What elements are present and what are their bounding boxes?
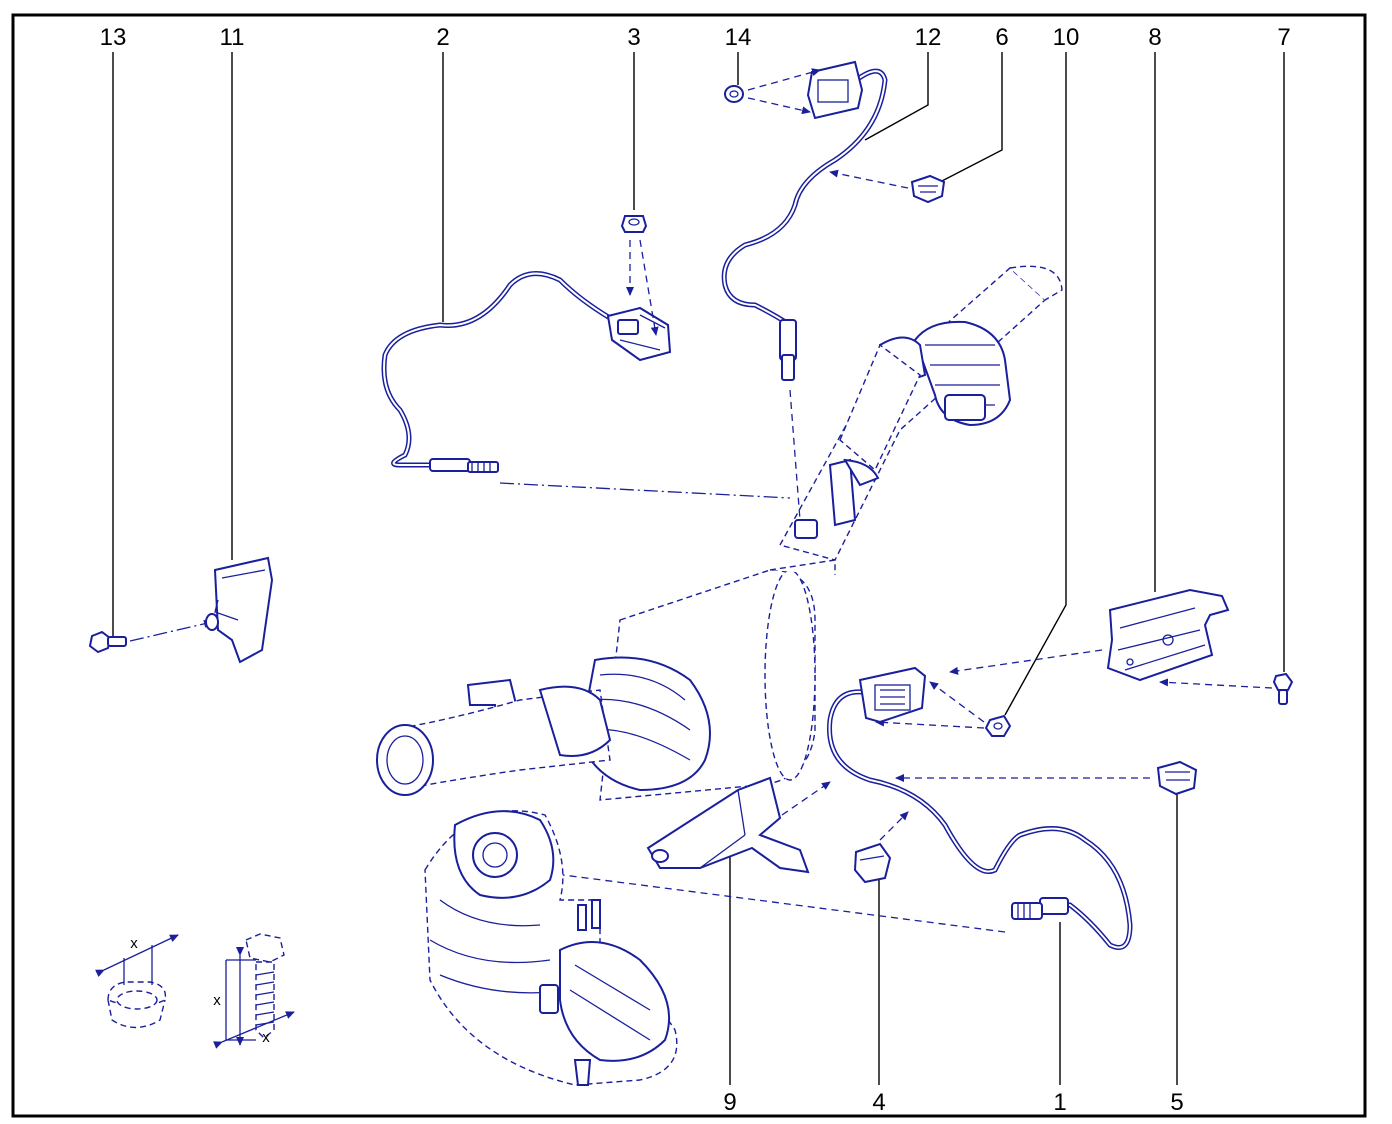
- part-6-clip: [829, 169, 946, 204]
- nut-dimension-detail: x: [95, 934, 179, 1029]
- part-1-install-line: [539, 871, 1006, 933]
- part-14-grommet: [724, 68, 821, 115]
- part-13-bolt: [88, 619, 213, 654]
- callout-2: 2: [436, 24, 449, 51]
- part-3-nut: [620, 215, 659, 336]
- part-8-install-line: [949, 649, 1103, 675]
- part-10-nut: [875, 681, 1012, 737]
- callout-labels: 13 11 2 3 14 12 6 10 8 7 9 4 1 5: [100, 24, 1291, 1116]
- part-2-install-line: [499, 482, 791, 499]
- part-9-bracket: [646, 776, 831, 874]
- callout-13: 13: [100, 24, 127, 51]
- part-12-sensor-harness: [721, 60, 888, 521]
- part-5-clip: [895, 760, 1198, 796]
- part-8-bracket: [1106, 588, 1230, 682]
- nut-dimension-label: x: [130, 935, 138, 952]
- part-4-clip: [853, 811, 909, 884]
- bolt-diameter-label: x: [262, 1029, 270, 1046]
- callout-7: 7: [1277, 24, 1290, 51]
- callout-4: 4: [872, 1089, 885, 1116]
- callout-10: 10: [1053, 24, 1080, 51]
- callout-3: 3: [627, 24, 640, 51]
- callout-11: 11: [220, 24, 245, 51]
- leader-lines: [112, 52, 1285, 1085]
- catalytic-converter-assembly: [424, 810, 678, 1086]
- part-2-oxygen-sensor-harness: [381, 271, 672, 473]
- callout-1: 1: [1053, 1089, 1066, 1116]
- part-11-heat-shield: [205, 556, 274, 664]
- callout-9: 9: [723, 1089, 736, 1116]
- exhaust-pipe-assembly: [376, 265, 1063, 801]
- part-1-sensor-harness: [827, 666, 1133, 950]
- callout-14: 14: [725, 24, 752, 51]
- bolt-length-label: x: [213, 992, 221, 1009]
- diagram-frame: [11, 13, 1367, 1118]
- callout-6: 6: [995, 24, 1008, 51]
- callout-8: 8: [1148, 24, 1161, 51]
- bolt-dimension-detail: x x: [213, 933, 295, 1049]
- callout-5: 5: [1170, 1089, 1183, 1116]
- part-7-bolt: [1159, 672, 1294, 705]
- callout-12: 12: [915, 24, 942, 51]
